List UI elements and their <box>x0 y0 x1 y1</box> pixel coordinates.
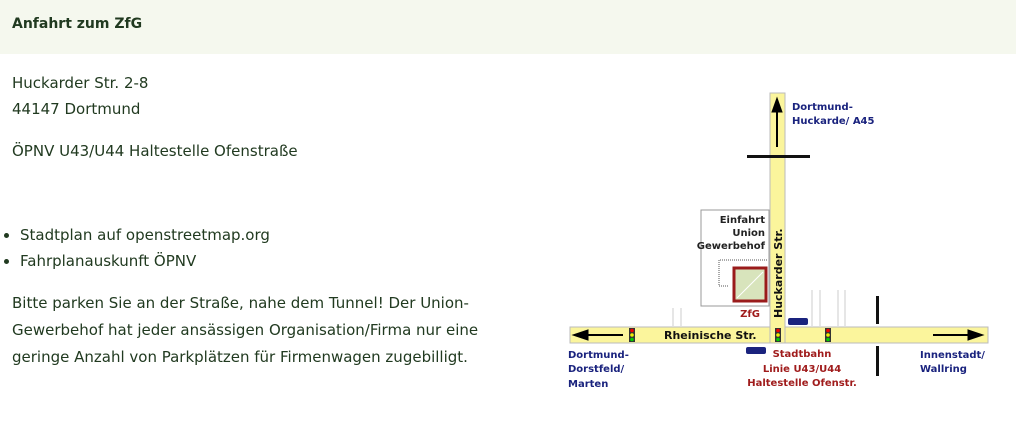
huckarder-str-label: Huckarder Str. <box>772 228 785 318</box>
tram-icon <box>788 318 808 325</box>
rheinische-str-label: Rheinische Str. <box>664 329 757 342</box>
address-street: Huckarder Str. 2-8 <box>12 74 149 92</box>
entrance-path <box>718 259 767 287</box>
north-label: Huckarde/ A45 <box>792 116 875 127</box>
list-item: Stadtplan auf openstreetmap.org <box>20 222 270 248</box>
transit-info: ÖPNV U43/U44 Haltestelle Ofenstraße <box>12 142 298 160</box>
entrance-label: Union <box>732 228 765 239</box>
tram-label: Linie U43/U44 <box>763 364 841 375</box>
address-city: 44147 Dortmund <box>12 100 141 118</box>
bridge-icon <box>747 155 810 158</box>
direction-arrows <box>571 96 985 341</box>
east-label: Innenstadt/ <box>920 350 985 361</box>
west-label: Marten <box>568 379 608 390</box>
traffic-light-icons <box>629 328 831 342</box>
west-label: Dorstfeld/ <box>568 364 625 375</box>
entrance-label: Einfahrt <box>720 215 766 226</box>
zfg-label: ZfG <box>740 309 760 320</box>
parking-note: Bitte parken Sie an der Straße, nahe dem… <box>12 294 479 366</box>
north-label: Dortmund- <box>792 102 853 113</box>
tram-label: Stadtbahn <box>773 349 832 360</box>
page-title: Anfahrt zum ZfG <box>12 16 143 32</box>
link-list: Stadtplan auf openstreetmap.org Fahrplan… <box>6 222 270 274</box>
side-streets <box>672 290 846 326</box>
openstreetmap-link[interactable]: Stadtplan auf openstreetmap.org <box>20 226 270 244</box>
entrance-label: Gewerbehof <box>697 241 766 252</box>
timetable-link[interactable]: Fahrplanauskunft ÖPNV <box>20 252 197 270</box>
east-label: Wallring <box>920 364 967 375</box>
tram-label: Haltestelle Ofenstr. <box>747 378 857 389</box>
page-header: Anfahrt zum ZfG <box>0 0 1016 54</box>
tram-icon <box>746 347 766 354</box>
building-diagonal <box>736 271 764 299</box>
west-label: Dortmund- <box>568 350 629 361</box>
tunnel-icon <box>876 296 879 324</box>
list-item: Fahrplanauskunft ÖPNV <box>20 248 270 274</box>
